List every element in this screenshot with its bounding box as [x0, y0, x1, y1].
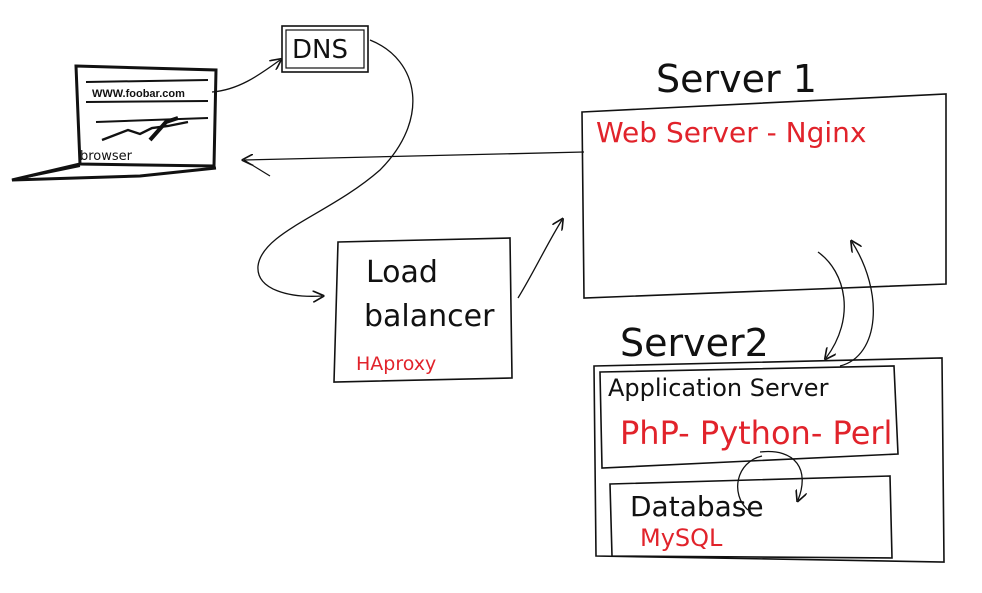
load-balancer-software: HAproxy: [356, 353, 436, 375]
dns-box: [281, 25, 369, 73]
web-server-label: Web Server - Nginx: [596, 116, 866, 149]
load-balancer-node: Load balancer HAproxy: [333, 237, 513, 383]
application-server-title: Application Server: [608, 374, 829, 402]
laptop-icon: [11, 64, 218, 182]
database-box: [609, 475, 893, 559]
server1-title: Server 1: [656, 57, 817, 101]
browser-label: browser: [80, 149, 133, 164]
arrow-database-to-app-server: [737, 455, 763, 511]
arrow-dns-to-load-balancer: [257, 39, 414, 296]
dns-label: DNS: [292, 35, 348, 65]
server1-box: [581, 93, 947, 299]
arrow-app-server-to-database: [759, 450, 802, 500]
load-balancer-box: [333, 237, 513, 383]
server1-node: Server 1 Web Server - Nginx: [581, 57, 947, 299]
arrow-browser-to-dns: [211, 60, 280, 93]
arrow-server1-to-browser: [244, 151, 585, 160]
database-engine: MySQL: [640, 524, 723, 552]
load-balancer-title-line2: balancer: [364, 299, 495, 334]
arrow-load-balancer-to-server1: [517, 220, 562, 299]
arrow-server1-to-app-server: [817, 251, 845, 358]
application-server-languages: PhP- Python- Perl: [620, 414, 892, 452]
server2-node: Server2 Application Server PhP- Python- …: [593, 321, 945, 563]
server2-title: Server2: [620, 321, 769, 365]
load-balancer-title-line1: Load: [366, 255, 438, 290]
browser-url: WWW.foobar.com: [92, 88, 185, 100]
application-server-box: [599, 365, 899, 469]
database-title: Database: [630, 490, 764, 523]
dns-node: DNS: [281, 25, 369, 73]
database-node: Database MySQL: [609, 475, 893, 559]
application-server-node: Application Server PhP- Python- Perl: [599, 365, 899, 469]
connectors: [211, 39, 874, 511]
browser-laptop: WWW.foobar.com browser: [11, 64, 218, 182]
arrow-app-server-to-server1: [839, 242, 874, 367]
